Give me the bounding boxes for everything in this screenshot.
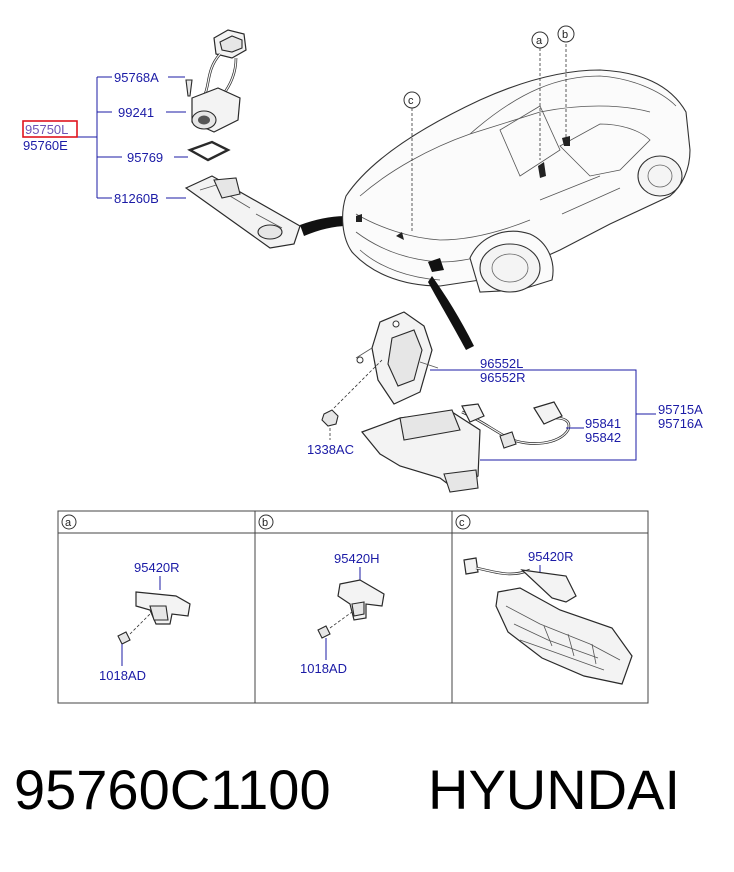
label-95750L[interactable]: 95750L <box>25 122 68 137</box>
callout-b: b <box>562 29 568 41</box>
panel-b-part-label[interactable]: 95420H <box>334 551 380 566</box>
label-96552R[interactable]: 96552R <box>480 370 526 385</box>
label-1338AC[interactable]: 1338AC <box>307 442 354 457</box>
panel-c-connector <box>463 557 479 575</box>
camera-gasket <box>187 140 231 162</box>
panel-c-letter: c <box>459 517 465 529</box>
panel-c-bumper-panel <box>495 587 633 685</box>
camera-garnish <box>184 175 301 249</box>
panel-a-bolt-icon <box>117 631 131 645</box>
panel-a: a 95420R 1018AD <box>61 514 191 683</box>
label-95769[interactable]: 95769 <box>127 150 163 165</box>
label-95716A[interactable]: 95716A <box>658 416 703 431</box>
callout-a: a <box>536 35 543 47</box>
label-95715A[interactable]: 95715A <box>658 402 703 417</box>
panel-b: b 95420H 1018AD <box>258 514 385 676</box>
label-95841[interactable]: 95841 <box>585 416 621 431</box>
detail-panels: a 95420R 1018AD b 95420H 1018AD c <box>57 510 649 704</box>
panel-a-bolt-label[interactable]: 1018AD <box>99 668 146 683</box>
panel-b-bolt-icon <box>317 625 331 639</box>
label-81260B[interactable]: 81260B <box>114 191 159 206</box>
panel-a-part-label[interactable]: 95420R <box>134 560 180 575</box>
footer-part-number: 95760C1100 <box>14 758 331 821</box>
arrow-to-module <box>428 276 474 350</box>
panel-c: c 95420R <box>455 514 633 685</box>
panel-c-part-label[interactable]: 95420R <box>528 549 574 564</box>
panel-a-letter: a <box>65 517 72 529</box>
detail-frame <box>57 510 649 704</box>
panel-b-bolt-label[interactable]: 1018AD <box>300 661 347 676</box>
label-95842[interactable]: 95842 <box>585 430 621 445</box>
car-callouts: a b c <box>403 25 575 232</box>
panel-b-letter: b <box>262 517 268 529</box>
panel-c-sensor <box>520 569 577 603</box>
nut-icon <box>321 409 339 427</box>
selected-part-highlight <box>22 120 78 138</box>
harness-connector <box>533 401 563 425</box>
camera-assembly-group: 95750L 95760E 95768A 99241 95769 81260B <box>22 29 301 249</box>
footer-brand: HYUNDAI <box>428 758 681 821</box>
label-95768A[interactable]: 95768A <box>114 70 159 85</box>
car-illustration <box>342 69 691 293</box>
label-99241[interactable]: 99241 <box>118 105 154 120</box>
module-assembly-group: 96552L 96552R 95841 95842 95715A 95716A … <box>307 311 703 493</box>
callout-c: c <box>408 95 414 107</box>
screw-icon <box>185 79 193 97</box>
label-96552L[interactable]: 96552L <box>480 356 523 371</box>
panel-b-sensor <box>337 579 385 621</box>
label-95760E[interactable]: 95760E <box>23 138 68 153</box>
